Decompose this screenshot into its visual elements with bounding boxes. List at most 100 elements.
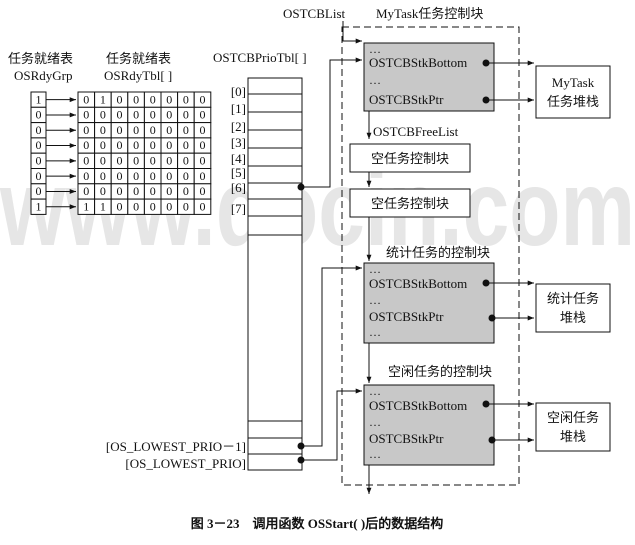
dot-stat-stkbottom	[482, 279, 490, 287]
rdytbl-bit: 0	[200, 154, 206, 168]
free-tcb-1-label: 空任务控制块	[371, 151, 449, 166]
rdytbl-bit: 0	[183, 169, 189, 183]
rdygrp-bit: 0	[36, 184, 42, 198]
idle-stack-line1: 空闲任务	[547, 410, 599, 425]
prio-index-label: [2]	[231, 119, 246, 134]
rdytbl-bit: 0	[200, 123, 206, 137]
tcblist-arrow	[342, 21, 362, 44]
rdytbl-bit: 1	[100, 199, 106, 213]
rdytbl-bit: 0	[83, 154, 89, 168]
rdytbl-bit: 0	[100, 154, 106, 168]
rdytbl-bit: 0	[200, 184, 206, 198]
mytask-stack-line2: 任务堆栈	[547, 94, 599, 109]
mytask-stack-box	[535, 65, 611, 119]
rdygrp-bit: 0	[36, 108, 42, 122]
rdygrp-title: 任务就绪表	[8, 51, 73, 66]
rdytbl-bit: 1	[100, 92, 106, 106]
idle-tcb-dots-top: …	[369, 384, 381, 398]
rdytbl-bit: 0	[200, 199, 206, 213]
rdygrp-name: OSRdyGrp	[14, 68, 73, 83]
rdytbl-bit: 0	[183, 184, 189, 198]
rdytbl-bit: 0	[150, 138, 156, 152]
prio-lowest-to-idle	[301, 388, 362, 461]
rdytbl-bit: 0	[200, 169, 206, 183]
stat-tcb-dots-mid: …	[369, 293, 381, 307]
mytask-stack: MyTask 任务堆栈	[535, 65, 611, 119]
rdytbl-bit: 0	[117, 108, 123, 122]
rdytbl-bit: 0	[183, 92, 189, 106]
rdytbl-bit: 1	[83, 199, 89, 213]
connectors	[301, 21, 534, 494]
rdytbl-bit: 0	[83, 184, 89, 198]
rdytbl-bit: 0	[166, 138, 172, 152]
free-tcb-2: 空任务控制块	[349, 188, 471, 218]
rdytbl-bit: 0	[100, 108, 106, 122]
free-tcb-2-label: 空任务控制块	[371, 196, 449, 211]
rdytbl-bit: 0	[150, 92, 156, 106]
figure-caption: 图 3－23 调用函数 OSStart( )后的数据结构	[191, 516, 443, 531]
rdytbl-bit: 0	[117, 154, 123, 168]
rdytbl-bit: 0	[100, 184, 106, 198]
rdytbl-bit: 0	[117, 169, 123, 183]
stat-tcb-dots-bottom: …	[369, 325, 381, 339]
rdytbl-bit: 0	[183, 138, 189, 152]
dot-prio6	[297, 183, 305, 191]
priotbl-name: OSTCBPrioTbl[ ]	[213, 50, 307, 65]
rdytbl-bit: 0	[183, 123, 189, 137]
idle-tcb-stkptr: OSTCBStkPtr	[369, 431, 444, 446]
rdytbl-bit: 0	[100, 138, 106, 152]
rdytbl-bit: 0	[166, 108, 172, 122]
mytask-tcb-title: MyTask任务控制块	[376, 6, 483, 21]
stat-tcb-dots-top: …	[369, 262, 381, 276]
stat-stack-line2: 堆栈	[560, 310, 586, 325]
rdytbl-bit: 0	[183, 154, 189, 168]
rdygrp-bit: 1	[36, 199, 42, 213]
rdygrp-bit: 0	[36, 123, 42, 137]
free-tcb-1: 空任务控制块	[349, 143, 471, 173]
rdytbl-bit: 0	[83, 123, 89, 137]
rdytbl-bit: 0	[117, 123, 123, 137]
freelist-label: OSTCBFreeList	[373, 124, 459, 139]
rdytbl-bit: 0	[166, 184, 172, 198]
rdygrp-bit: 1	[36, 92, 42, 106]
rdytbl-bit: 0	[133, 184, 139, 198]
rdytbl-bit: 0	[133, 199, 139, 213]
tcblist-label: OSTCBList	[283, 6, 346, 21]
rdytbl-bit: 0	[100, 169, 106, 183]
dot-idle-stkptr	[488, 436, 496, 444]
rdytbl-bit: 0	[166, 169, 172, 183]
rdygrp-bit: 0	[36, 169, 42, 183]
rdytbl-bit: 0	[166, 199, 172, 213]
mytask-tcb-dots-mid: …	[369, 73, 381, 87]
idle-stack: 空闲任务 堆栈	[535, 402, 611, 452]
rdytbl-bit: 0	[83, 169, 89, 183]
rdytbl-bit: 0	[133, 169, 139, 183]
prio-index-label: [5]	[231, 165, 246, 180]
rdygrp-bit: 0	[36, 138, 42, 152]
mytask-stack-line1: MyTask	[552, 75, 595, 90]
rdytbl-bit: 0	[83, 108, 89, 122]
idle-stack-line2: 堆栈	[560, 429, 586, 444]
dot-stat-stkptr	[488, 314, 496, 322]
stat-tcb-title: 统计任务的控制块	[386, 245, 490, 260]
mytask-tcb: … OSTCBStkBottom … OSTCBStkPtr	[363, 42, 495, 112]
stat-stack-box	[535, 283, 611, 333]
rdytbl-bit: 0	[150, 154, 156, 168]
rdytbl-bit: 0	[133, 154, 139, 168]
rdytbl-bit: 0	[166, 123, 172, 137]
rdytbl-bit: 0	[150, 169, 156, 183]
rdytbl-bit: 0	[150, 184, 156, 198]
tcb-region-dashed-box	[341, 26, 520, 486]
pointer-dots	[297, 59, 496, 464]
mytask-tcb-box	[363, 42, 495, 112]
mytask-tcb-stkbottom: OSTCBStkBottom	[369, 55, 467, 70]
dot-mytask-stkptr	[482, 96, 490, 104]
idle-tcb-dots-mid: …	[369, 415, 381, 429]
rdytbl-bit: 0	[150, 199, 156, 213]
rdytbl-bit: 0	[150, 108, 156, 122]
prio-lowest-minus-1-to-stat	[301, 265, 362, 447]
idle-tcb-title: 空闲任务的控制块	[388, 364, 492, 379]
rdytbl-bit: 0	[133, 92, 139, 106]
